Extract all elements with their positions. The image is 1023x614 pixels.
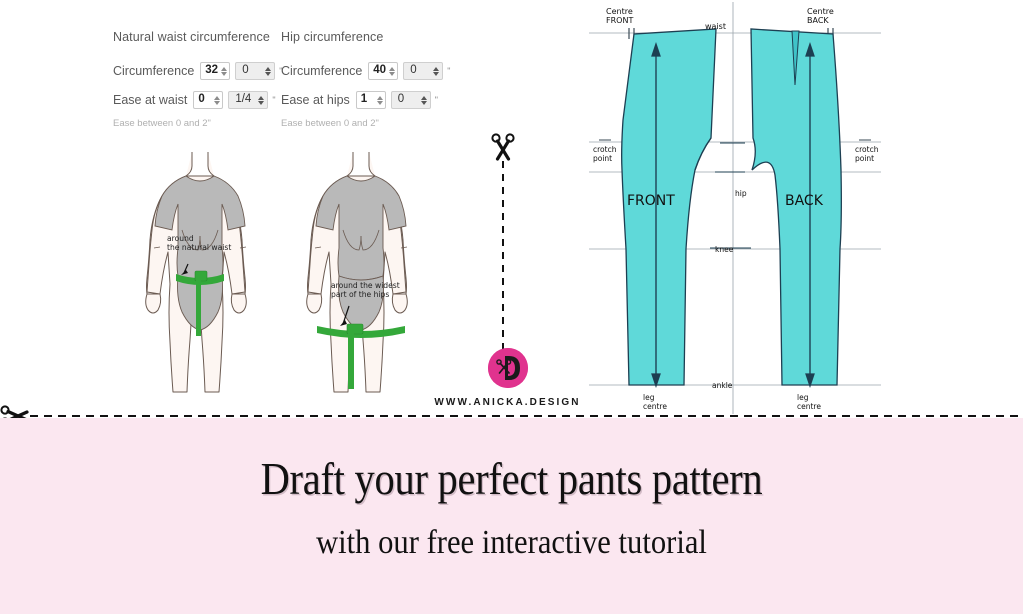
hip-ease-value: 1	[360, 93, 368, 106]
back-piece	[750, 28, 842, 386]
waist-ease-fraction-select[interactable]: 1/4	[228, 91, 269, 109]
hip-circumference-label: Circumference	[281, 64, 363, 78]
waist-circumference-label: Circumference	[113, 64, 195, 78]
waist-callout-text: around the natural waist	[167, 234, 232, 252]
waist-ease-fraction-value: 1/4	[235, 93, 252, 106]
waist-circumference-fraction-value: 0	[242, 64, 249, 77]
waist-section-title: Natural waist circumference	[113, 30, 270, 44]
promo-headline: Draft your perfect pants pattern	[260, 453, 763, 504]
promo-band	[0, 418, 1023, 614]
hip-section-title: Hip circumference	[281, 30, 384, 44]
hip-measuring-illustration: around the widest part of the hips	[291, 152, 431, 401]
leg-centre-left-1: leg	[643, 393, 655, 402]
spinner-arrows-icon[interactable]	[389, 66, 396, 76]
promo-subheadline: with our free interactive tutorial	[316, 524, 707, 561]
waist-measuring-illustration: around the natural waist	[130, 152, 270, 401]
waist-tape	[176, 270, 224, 336]
brand-url: WWW.ANICKA.DESIGN	[434, 397, 581, 408]
anicka-logo-icon	[487, 348, 528, 388]
centre-front-label-1: Centre	[606, 7, 633, 16]
waist-circumference-input[interactable]: 32	[200, 62, 231, 80]
hip-callout-text: around the widest part of the hips	[331, 281, 400, 299]
waist-ease-hint: Ease between 0 and 2"	[113, 118, 211, 129]
knee-label: knee	[715, 245, 734, 254]
waist-circumference-fraction-select[interactable]: 0	[235, 62, 276, 80]
hip-figure-svg	[306, 152, 408, 393]
spinner-arrows-icon[interactable]	[214, 95, 221, 105]
leg-centre-right-1: leg	[797, 393, 809, 402]
hip-ease-hint: Ease between 0 and 2"	[281, 118, 379, 129]
hip-circumference-fraction-value: 0	[410, 64, 417, 77]
hip-callout-arrow	[340, 305, 350, 326]
crotch-point-right-2: point	[855, 154, 874, 163]
scissors-vertical-icon	[491, 133, 515, 351]
spinner-arrows-icon[interactable]	[221, 66, 228, 76]
brand-logo-block: WWW.ANICKA.DESIGN	[430, 348, 585, 408]
waist-label: waist	[705, 22, 726, 31]
hip-ease-label: Ease at hips	[281, 93, 350, 107]
waist-callout-arrow	[181, 263, 189, 275]
front-piece-label: FRONT	[627, 193, 675, 209]
hip-tape	[317, 323, 405, 389]
crotch-point-left-2: point	[593, 154, 612, 163]
waist-circumference-unit: "	[279, 66, 283, 76]
hip-circumference-unit: "	[447, 66, 451, 76]
spinner-arrows-icon[interactable]	[265, 66, 272, 76]
waist-circumference-row: Circumference 32 0 "	[113, 60, 282, 82]
waist-ease-unit: "	[272, 95, 276, 105]
pants-pattern-diagram: Centre FRONT Centre BACK waist crotch po…	[585, 0, 885, 414]
hip-ease-unit: "	[434, 95, 438, 105]
hip-circumference-row: Circumference 40 0 "	[281, 60, 450, 82]
hip-ease-row: Ease at hips 1 0 "	[281, 89, 441, 111]
hip-circumference-fraction-select[interactable]: 0	[403, 62, 444, 80]
leg-centre-right-2: centre	[797, 402, 821, 411]
waist-ease-row: Ease at waist 0 1/4 "	[113, 89, 276, 111]
spinner-arrows-icon[interactable]	[376, 95, 383, 105]
pattern-svg: Centre FRONT Centre BACK waist crotch po…	[589, 2, 881, 414]
back-piece-label: BACK	[785, 193, 824, 209]
hip-label: hip	[735, 189, 747, 198]
hip-ease-fraction-select[interactable]: 0	[390, 91, 431, 109]
leg-centre-left-2: centre	[643, 402, 667, 411]
centre-front-label-2: FRONT	[606, 16, 633, 25]
waist-ease-input[interactable]: 0	[193, 91, 224, 109]
hip-ease-input[interactable]: 1	[355, 91, 386, 109]
waist-ease-value: 0	[198, 93, 205, 106]
waist-measurement-group: Natural waist circumference Circumferenc…	[113, 30, 282, 129]
spinner-arrows-icon[interactable]	[420, 95, 427, 105]
hip-ease-fraction-value: 0	[397, 93, 405, 106]
crotch-point-left-1: crotch	[593, 145, 617, 154]
vertical-cut-divider	[487, 133, 519, 351]
hip-measurement-group: Hip circumference Circumference 40 0 " E…	[281, 30, 450, 129]
crotch-point-right-1: crotch	[855, 145, 879, 154]
centre-back-label-2: BACK	[807, 16, 829, 25]
waist-circumference-value: 32	[205, 64, 219, 77]
hip-circumference-value: 40	[373, 64, 387, 77]
spinner-arrows-icon[interactable]	[433, 66, 440, 76]
spinner-arrows-icon[interactable]	[258, 95, 265, 105]
waist-figure-svg	[145, 152, 247, 393]
ankle-label: ankle	[712, 381, 733, 390]
waist-ease-label: Ease at waist	[113, 93, 188, 107]
logo-mark-svg	[487, 348, 528, 388]
hip-circumference-input[interactable]: 40	[368, 62, 399, 80]
centre-back-label-1: Centre	[807, 7, 834, 16]
tutorial-screenshot-panel: Natural waist circumference Circumferenc…	[113, 0, 885, 414]
